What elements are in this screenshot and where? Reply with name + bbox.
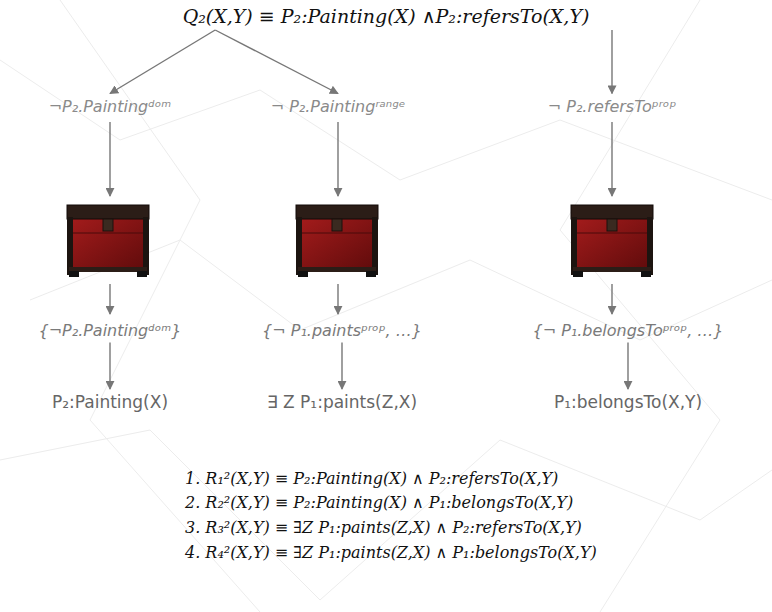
node-text: P₂:Painting(X): [52, 392, 168, 412]
chest-icon: [296, 205, 378, 277]
node-text: ¬P₂.Paintingᵈᵒᵐ: [49, 97, 172, 116]
connector-arrow: [110, 30, 215, 94]
rule-line: 2. R₂²(X,Y) ≡ P₂:Painting(X) ∧ P₁:belong…: [185, 493, 573, 512]
rule-line: 1. R₁²(X,Y) ≡ P₂:Painting(X) ∧ P₂:refers…: [185, 469, 558, 488]
node-text: {¬P₂.Paintingᵈᵒᵐ}: [38, 321, 181, 340]
set-node: {¬ P₁.paintsᵖʳᵒᵖ, …}: [262, 321, 422, 340]
atom-node: P₁:belongsTo(X,Y): [554, 392, 702, 412]
connector-arrow: [627, 343, 628, 390]
node-text: {¬ P₁.belongsToᵖʳᵒᵖ, …}: [532, 321, 723, 340]
set-node: {¬ P₁.belongsToᵖʳᵒᵖ, …}: [532, 321, 723, 340]
negation-node: ¬ P₂.refersToᵖʳᵒᵖ: [548, 97, 677, 116]
atom-node: P₂:Painting(X): [52, 392, 168, 412]
chest-icon: [571, 205, 653, 277]
connector-arrow: [341, 343, 342, 390]
node-text: P₁:belongsTo(X,Y): [554, 392, 702, 412]
node-text: ¬ P₂.refersToᵖʳᵒᵖ: [548, 97, 677, 116]
node-text: {¬ P₁.paintsᵖʳᵒᵖ, …}: [262, 321, 422, 340]
connector-arrow: [611, 30, 612, 94]
negation-node: ¬ P₂.Paintingʳᵃⁿᵍᵉ: [271, 97, 406, 116]
flow-arrow: [110, 122, 612, 314]
negation-node: ¬P₂.Paintingᵈᵒᵐ: [49, 97, 172, 116]
rule-line: 3. R₃²(X,Y) ≡ ∃Z P₁:paints(Z,X) ∧ P₂:ref…: [185, 518, 582, 537]
formula-node: Q₂(X,Y) ≡ P₂:Painting(X) ∧P₂:refersTo(X,…: [183, 5, 590, 27]
rule-line: 4. R₄²(X,Y) ≡ ∃Z P₁:paints(Z,X) ∧ P₁:bel…: [185, 543, 597, 562]
node-text: ∃ Z P₁:paints(Z,X): [267, 392, 417, 412]
chest-icon: [67, 205, 149, 277]
node-text: ¬ P₂.Paintingʳᵃⁿᵍᵉ: [271, 97, 406, 116]
node-text: Q₂(X,Y) ≡ P₂:Painting(X) ∧P₂:refersTo(X,…: [183, 5, 590, 27]
set-node: {¬P₂.Paintingᵈᵒᵐ}: [38, 321, 181, 340]
connector-arrow: [215, 30, 338, 94]
atom-node: ∃ Z P₁:paints(Z,X): [267, 392, 417, 412]
connector-arrow: [109, 343, 110, 390]
